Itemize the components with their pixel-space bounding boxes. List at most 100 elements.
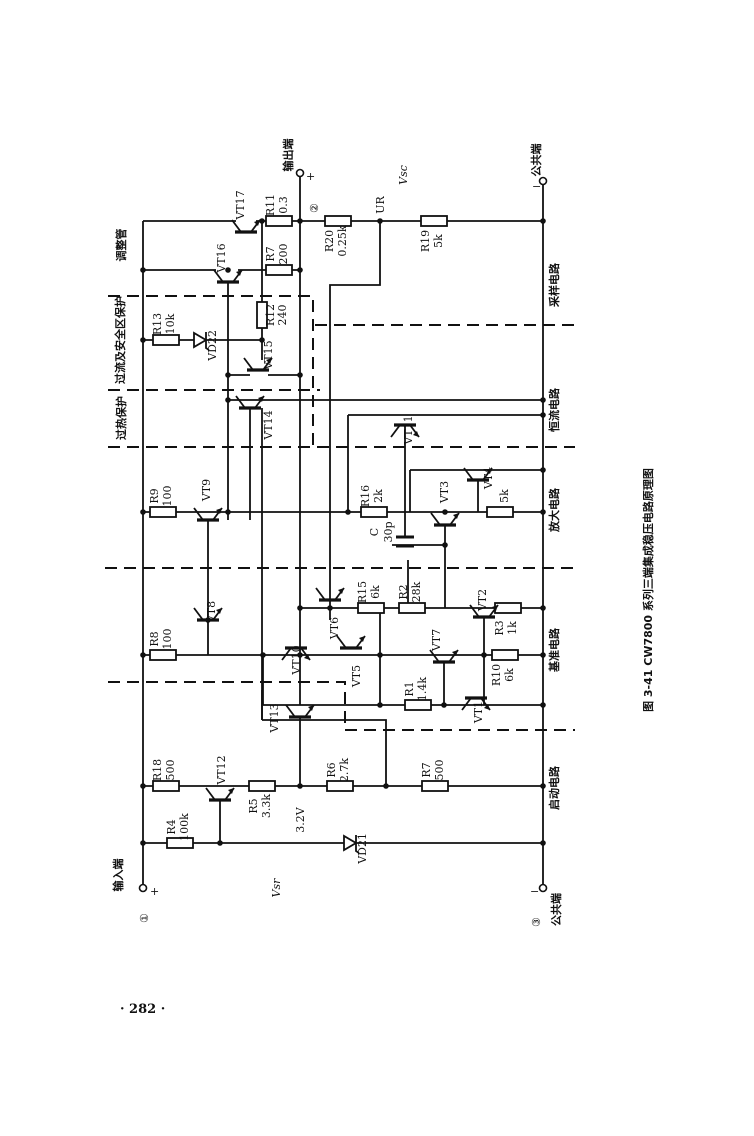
output-sign: + — [306, 170, 315, 183]
transistor-vt6: VT6 — [315, 587, 345, 640]
right-section-labels: 采样电路 恒流电路 放大电路 基准电路 启动电路 — [547, 262, 561, 810]
resistor-body — [398, 602, 426, 614]
transistor-collector — [193, 507, 204, 521]
emitter-arrow-icon — [254, 220, 260, 226]
resistor-name: R18 — [151, 759, 164, 781]
resistor-body — [494, 602, 522, 614]
emitter-arrow-icon — [484, 704, 490, 710]
junction-dot — [377, 218, 383, 224]
resistor-value: 500 — [433, 760, 446, 781]
junction-dot — [259, 218, 265, 224]
junction-dot — [140, 509, 146, 515]
page-number: · 282 · — [120, 1002, 166, 1017]
transistor-vt16: VT16 — [213, 243, 243, 284]
transistor-vt8: VT8 — [193, 601, 223, 624]
transistor-label: VT11 — [402, 415, 415, 445]
resistor-body — [265, 215, 293, 227]
resistor-name: R7 — [420, 762, 433, 777]
transistor-vt7: VT7 — [429, 629, 459, 664]
transistor-vt3: VT3 — [430, 481, 460, 527]
resistor-body — [149, 506, 177, 518]
section-label-startup: 启动电路 — [547, 765, 561, 810]
resistor-body — [152, 780, 180, 792]
junction-dot — [442, 542, 448, 548]
junction-dot — [140, 337, 146, 343]
transistor-label: VT5 — [350, 665, 363, 688]
resistor-name: R7 — [264, 246, 277, 261]
transistor-label: VT17 — [234, 190, 247, 220]
transistor-collector — [235, 395, 246, 409]
transistor-collector — [469, 604, 480, 618]
transistor-vt2: VT2 — [469, 589, 499, 619]
resistor-name: R5 — [247, 798, 260, 813]
resistor-name: R4 — [165, 819, 178, 834]
left-section-labels: 调整管 过流及安全区保护 过热保护 — [113, 229, 128, 441]
junction-dot — [327, 605, 333, 611]
junction-dot — [225, 372, 231, 378]
junction-dot — [540, 397, 546, 403]
transistor-label: VT9 — [200, 479, 213, 502]
ur-label: UR — [374, 196, 387, 214]
section-label-overheat: 过热保护 — [114, 396, 128, 440]
resistor-value: 240 — [276, 305, 289, 326]
diode-label: VD21 — [356, 833, 369, 865]
junction-dot — [540, 652, 546, 658]
output-terminal-label: 输出端 — [281, 139, 295, 172]
input-terminal: + 输入端 ① — [111, 859, 159, 923]
transistor-label: VT2 — [476, 589, 489, 612]
transistor-vt1: VT1 — [461, 696, 491, 724]
transistor-collector — [336, 635, 347, 649]
transistor-collector — [463, 467, 474, 481]
common-terminal-top: − 公共端 — [529, 144, 548, 193]
transistor-collector — [429, 649, 440, 663]
junction-dot — [377, 652, 383, 658]
junction-dot — [297, 218, 303, 224]
resistor-body — [491, 649, 519, 661]
common-bottom-label: 公共端 — [549, 893, 563, 926]
junction-dot — [259, 337, 265, 343]
resistor-body — [149, 649, 177, 661]
resistor-body — [357, 602, 385, 614]
junction-dot — [540, 509, 546, 515]
transistor-vt12: VT12 — [205, 755, 235, 802]
resistor-value: 100k — [178, 813, 191, 841]
resistor-value: 5k — [498, 489, 511, 503]
junction-dot — [225, 509, 231, 515]
vsr-label: Vsr — [270, 878, 283, 898]
resistor-value: 500 — [164, 760, 177, 781]
output-terminal-number: ② — [308, 203, 321, 213]
transistor-vt15: VT15 — [243, 340, 275, 372]
junction-dot — [140, 783, 146, 789]
resistor-body — [326, 780, 354, 792]
section-divider — [108, 295, 314, 445]
resistor-body — [324, 215, 352, 227]
junction-dot — [540, 412, 546, 418]
transistor-label: VT15 — [262, 340, 275, 370]
junction-dot — [297, 652, 303, 658]
transistor-collector — [205, 787, 216, 801]
junction-dot — [540, 605, 546, 611]
junction-dot — [540, 783, 546, 789]
emitter-arrow-icon — [308, 705, 314, 711]
resistor-name: R3 — [493, 620, 506, 635]
emitter-arrow-icon — [492, 605, 498, 611]
resistor-value: 100 — [161, 486, 174, 507]
transistor-vt17: VT17 — [231, 190, 261, 234]
resistor-value: 2k — [372, 489, 385, 503]
resistor-value: 10k — [164, 313, 177, 334]
wires — [140, 177, 546, 886]
common-terminal-bottom: − 公共端 ③ — [530, 883, 563, 927]
resistor-value: 100 — [161, 629, 174, 650]
resistor-value: 2.7k — [338, 758, 351, 782]
wire — [262, 719, 387, 786]
emitter-arrow-icon — [338, 588, 344, 594]
input-terminal-number: ① — [138, 913, 151, 923]
junction-dot — [481, 652, 487, 658]
resistor-body — [152, 334, 180, 346]
